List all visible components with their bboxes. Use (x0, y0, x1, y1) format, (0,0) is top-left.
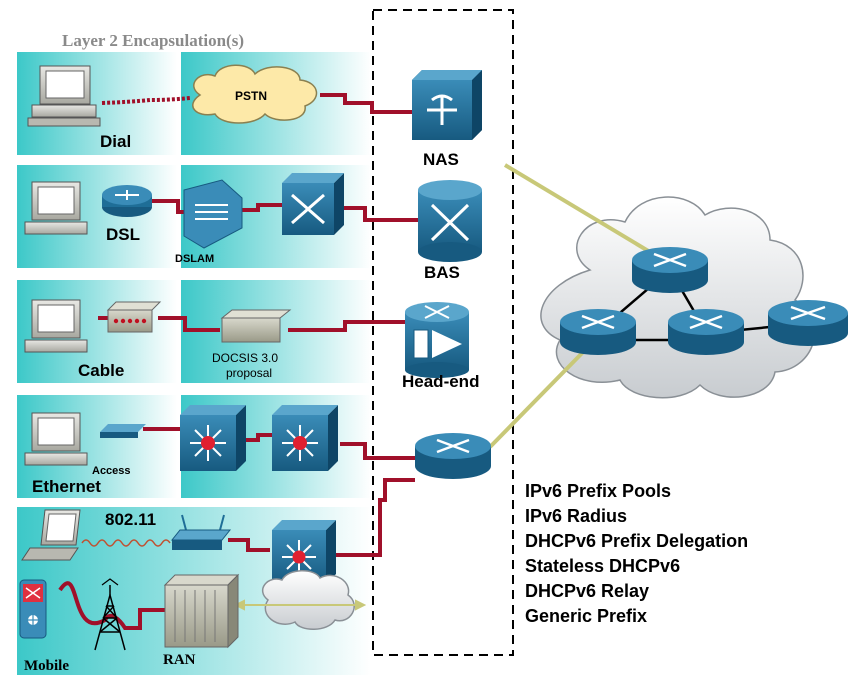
cable-pc-icon (24, 299, 88, 353)
l3-switch-1-icon (180, 405, 246, 471)
l3-switch-2-icon (272, 405, 338, 471)
feature-item: Generic Prefix (525, 606, 647, 626)
nas-icon (412, 70, 482, 140)
dial-label: Dial (100, 132, 131, 151)
dsl-modem-icon (102, 185, 152, 217)
headend-icon (405, 302, 469, 378)
core-router-top-icon (632, 247, 708, 293)
bas-icon (418, 180, 482, 262)
pstn-label: PSTN (235, 89, 267, 103)
access-point-icon (170, 514, 232, 550)
docsis-line2: proposal (226, 366, 272, 380)
wireless-label: 802.11 (105, 510, 156, 529)
wireless-link-icon (81, 539, 171, 547)
core-cloud (540, 196, 816, 399)
ran-arrow-icon (233, 599, 367, 611)
ran-label: RAN (163, 652, 196, 668)
bas-label: BAS (424, 263, 460, 282)
access-label: Access (92, 465, 131, 477)
feature-item: IPv6 Radius (525, 506, 627, 526)
uplinks (488, 163, 652, 449)
ethernet-pc-icon (24, 412, 88, 466)
feature-item: IPv6 Prefix Pools (525, 481, 671, 501)
dsl-label: DSL (106, 225, 140, 244)
cable-label: Cable (78, 361, 124, 380)
section-title: Layer 2 Encapsulation(s) (62, 31, 244, 50)
laptop-icon (21, 509, 81, 561)
atm-switch-icon (282, 173, 344, 235)
dial-pc-icon (27, 65, 101, 127)
cable-modem-icon (106, 301, 162, 333)
mobile-phone-icon (19, 579, 47, 639)
mobile-label: Mobile (24, 658, 69, 674)
feature-list: IPv6 Prefix Pools IPv6 Radius DHCPv6 Pre… (525, 481, 748, 626)
docsis-line1: DOCSIS 3.0 (212, 351, 278, 365)
aggregation-boundary (372, 9, 514, 656)
ethernet-label: Ethernet (32, 477, 101, 496)
docsis-box-icon (220, 309, 292, 343)
l3-switch-3-icon (272, 520, 336, 584)
core-router-right-icon (668, 309, 744, 355)
cell-tower-icon (94, 578, 126, 651)
dsl-pc-icon (24, 181, 88, 235)
pstn-cloud-icon (192, 64, 318, 124)
feature-item: DHCPv6 Relay (525, 581, 649, 601)
feature-item: DHCPv6 Prefix Delegation (525, 531, 748, 551)
ran-equipment-icon (163, 573, 240, 649)
access-switch-icon (100, 424, 146, 438)
edge-router-icon (415, 433, 491, 479)
ran-cloud-icon (261, 570, 355, 630)
core-router-left-icon (560, 309, 636, 355)
feature-item: Stateless DHCPv6 (525, 556, 680, 576)
dslam-icon (183, 179, 243, 249)
nas-label: NAS (423, 150, 459, 169)
headend-label: Head-end (402, 372, 479, 391)
dslam-label: DSLAM (175, 253, 214, 265)
external-router-icon (768, 300, 848, 346)
